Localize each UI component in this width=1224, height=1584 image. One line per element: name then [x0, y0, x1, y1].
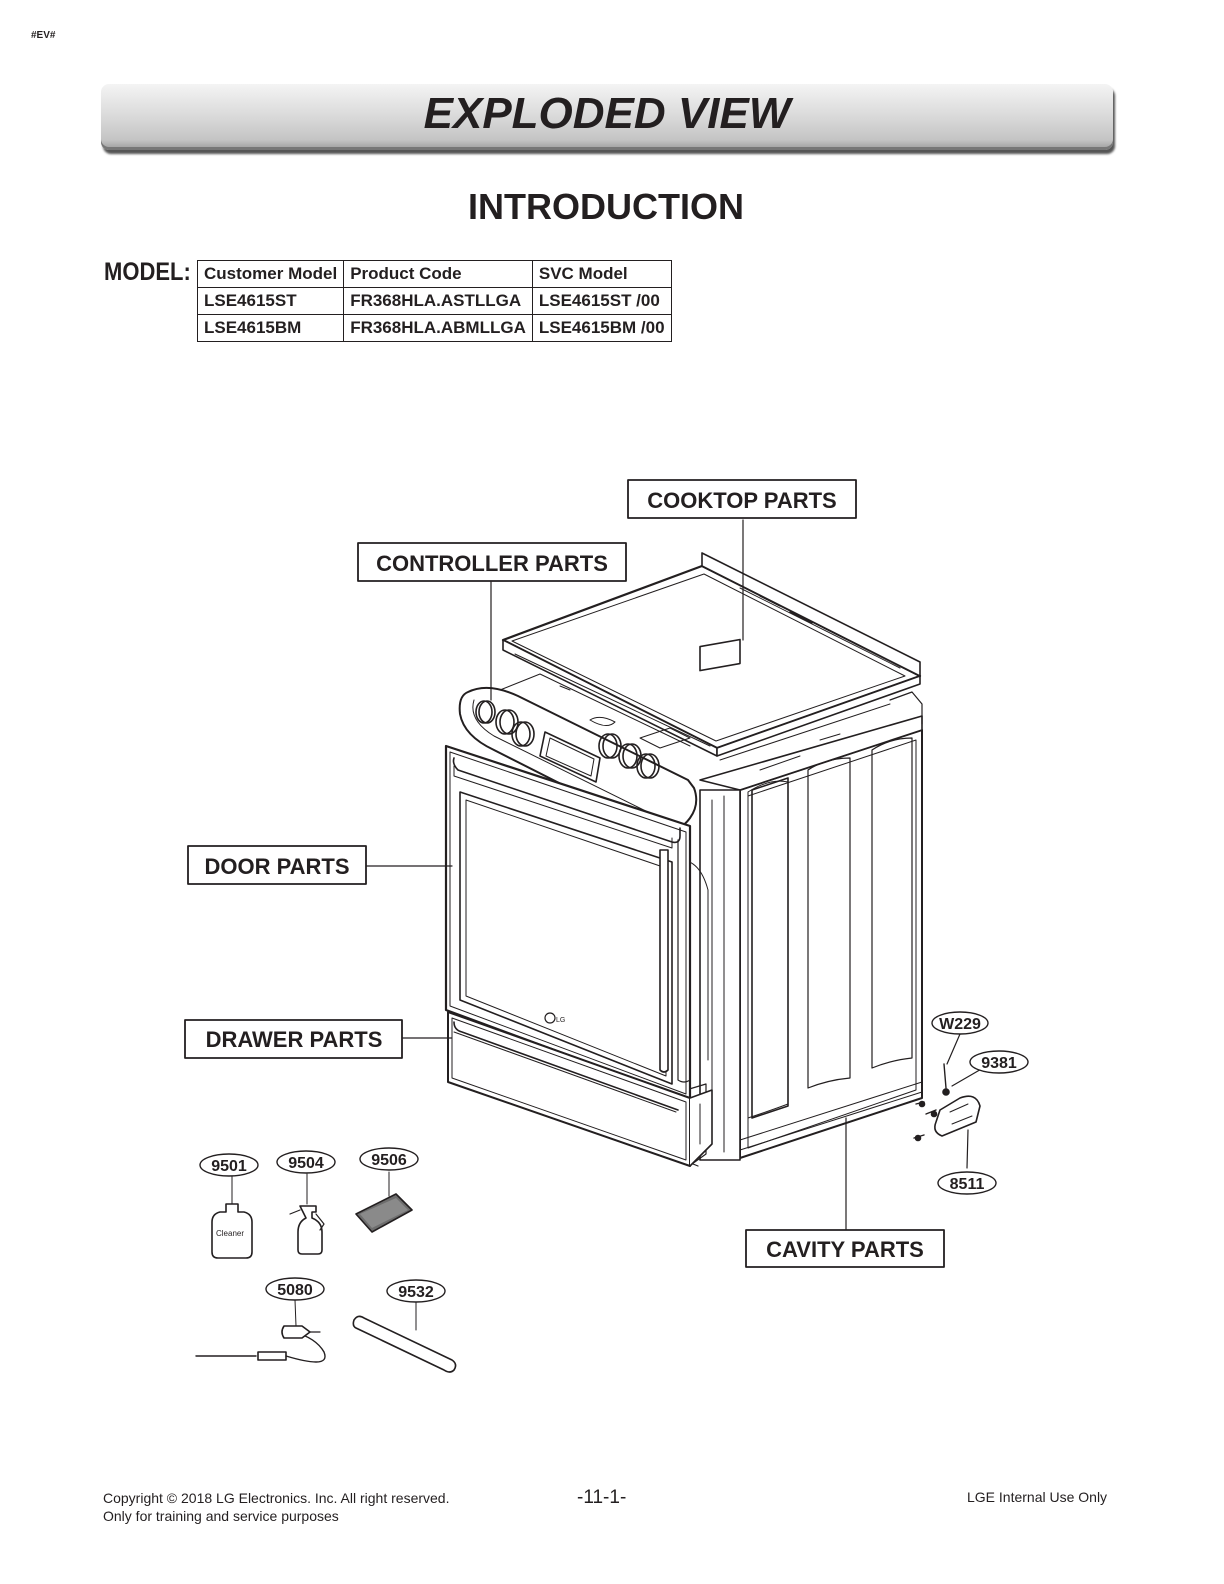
- part-label-9501: 9501: [211, 1158, 247, 1175]
- banner-title: EXPLODED VIEW: [423, 89, 791, 138]
- scrub-pad-9506: [355, 1171, 413, 1233]
- screw-9381: [942, 1063, 950, 1096]
- table-cell: FR368HLA.ASTLLGA: [343, 287, 533, 315]
- part-label-8511: 8511: [950, 1176, 985, 1193]
- cleaner-bottle-9501: [211, 1175, 253, 1259]
- page-number: -11-1-: [577, 1487, 627, 1508]
- bottle-label: Cleaner: [216, 1229, 244, 1238]
- part-ovals: [199, 1011, 1029, 1303]
- header-customer-model: Customer Model: [196, 260, 345, 288]
- part-label-5080: 5080: [277, 1282, 313, 1299]
- part-label-w229: W229: [939, 1016, 981, 1033]
- drawer-parts-label: DRAWER PARTS: [206, 1027, 383, 1052]
- internal-use-text: LGE Internal Use Only: [967, 1489, 1108, 1505]
- model-label: MODEL:: [104, 258, 191, 286]
- drawer-assembly: [447, 1011, 713, 1167]
- header-svc-model: SVC Model: [531, 260, 672, 288]
- controller-parts-label: CONTROLLER PARTS: [376, 551, 608, 576]
- table-cell: FR368HLA.ABMLLGA: [343, 314, 533, 342]
- page-tag: #EV#: [31, 30, 56, 41]
- copyright-text: Copyright © 2018 LG Electronics. Inc. Al…: [103, 1490, 450, 1506]
- table-row: LSE4615ST FR368HLA.ASTLLGA LSE4615ST /00: [196, 287, 672, 315]
- table-row: LSE4615BM FR368HLA.ABMLLGA LSE4615BM /00: [196, 314, 672, 342]
- cavity-body: [679, 638, 923, 1167]
- table-cell: LSE4615ST: [196, 287, 345, 315]
- lg-logo: LG: [556, 1017, 565, 1024]
- group-label-boxes: [184, 479, 945, 1268]
- part-label-9532: 9532: [398, 1284, 434, 1301]
- model-table: Customer Model Product Code SVC Model LS…: [196, 260, 672, 342]
- part-label-9504: 9504: [288, 1155, 324, 1172]
- door-assembly: [444, 744, 692, 1102]
- table-cell: LSE4615ST /00: [531, 287, 672, 315]
- cooktop-parts-label: COOKTOP PARTS: [647, 488, 836, 513]
- cavity-parts-label: CAVITY PARTS: [766, 1237, 924, 1262]
- table-cell: LSE4615BM: [196, 314, 345, 342]
- part-label-9506: 9506: [371, 1152, 407, 1169]
- purpose-text: Only for training and service purposes: [103, 1508, 339, 1524]
- table-header-row: Customer Model Product Code SVC Model: [196, 260, 672, 288]
- section-banner: EXPLODED VIEW: [101, 84, 1113, 150]
- rail-9532: [352, 1301, 457, 1373]
- spray-bottle-9504: [289, 1173, 325, 1255]
- meat-probe-5080: [195, 1299, 326, 1363]
- section-title: INTRODUCTION: [468, 186, 744, 227]
- door-parts-label: DOOR PARTS: [204, 854, 349, 879]
- header-product-code: Product Code: [343, 260, 533, 288]
- footer-left: Copyright © 2018 LG Electronics. Inc. Al…: [103, 1489, 449, 1525]
- bracket-8511: [913, 1095, 981, 1142]
- part-label-9381: 9381: [981, 1055, 1017, 1072]
- controller-assembly: [458, 673, 698, 833]
- table-cell: LSE4615BM /00: [531, 314, 672, 342]
